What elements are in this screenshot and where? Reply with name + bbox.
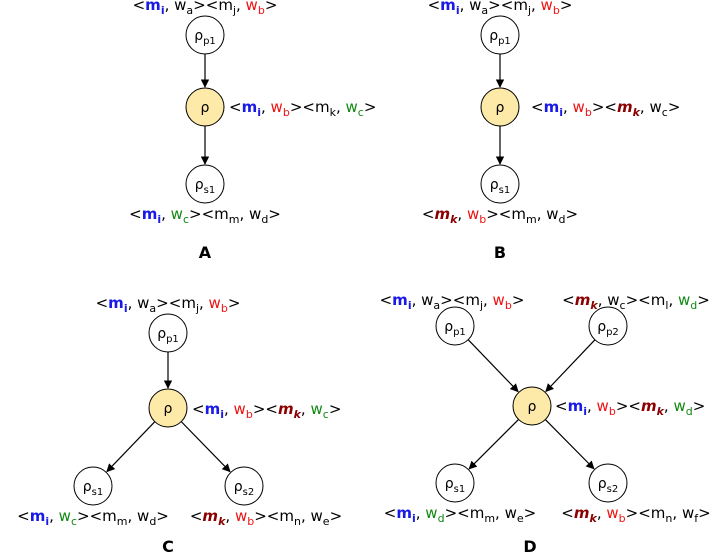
panel-b-node-pp1-label: ρp1 xyxy=(489,28,511,47)
panel-b-tuple-0: <mi, wa><mj, wb> xyxy=(428,0,573,17)
panel-c-node-ps1-label: ρs1 xyxy=(83,479,103,498)
panel-b-node-pp1 xyxy=(480,15,520,55)
panel-b-node-ps1 xyxy=(480,164,520,204)
panel-c-edge-c-to-ps1 xyxy=(106,421,156,473)
panel-a-tuple-0: <mi, wa><mj, wb> xyxy=(133,0,278,17)
panel-b-node-c-label: ρ xyxy=(496,100,505,116)
panel-d-node-ps1-label: ρs1 xyxy=(445,476,465,495)
panel-d-node-ps2-label: ρs2 xyxy=(598,476,618,495)
panel-d-node-c xyxy=(512,386,552,426)
panel-b-node-ps1-label: ρs1 xyxy=(490,177,510,196)
panel-a-node-c xyxy=(185,87,225,127)
panel-d-tuple-1: <mk, wc><ml, wd> xyxy=(562,291,710,312)
panel-d-label: D xyxy=(523,537,536,556)
panel-d-node-pp1-label: ρp1 xyxy=(444,319,466,338)
panel-d-node-pp2 xyxy=(588,306,628,346)
panel-c-tuple-3: <mk, wb><mn, we> xyxy=(190,507,342,528)
panel-d-tuple-0: <mi, wa><mj, wb> xyxy=(380,291,525,312)
panel-d-tuple-2: <mi, wb><mk, wd> xyxy=(555,397,705,418)
panel-c-node-ps1 xyxy=(73,466,113,506)
panel-d-node-ps1 xyxy=(435,463,475,503)
panel-d-node-ps2 xyxy=(588,463,628,503)
panel-d-node-c-label: ρ xyxy=(528,399,537,415)
panel-d-node-pp1 xyxy=(435,306,475,346)
panel-c-node-c-label: ρ xyxy=(164,401,173,417)
panel-c-tuple-0: <mi, wa><mj, wb> xyxy=(96,294,241,315)
panel-b-node-c xyxy=(480,87,520,127)
panel-b-tuple-2: <mk, wb><mm, wd> xyxy=(422,205,578,226)
panel-a-tuple-1: <mi, wb><mk, wc> xyxy=(229,98,376,119)
panel-c-tuple-1: <mi, wb><mk, wc> xyxy=(192,400,341,421)
panel-a-node-ps1-label: ρs1 xyxy=(195,177,215,196)
panel-a-node-pp1-label: ρp1 xyxy=(194,28,216,47)
panel-a-label: A xyxy=(199,243,212,262)
panel-a-node-ps1 xyxy=(185,164,225,204)
panel-c-label: C xyxy=(162,537,174,556)
edges-layer xyxy=(106,54,596,473)
panel-a-node-c-label: ρ xyxy=(201,100,210,116)
panel-d-edge-c-to-ps2 xyxy=(544,419,595,470)
panel-d-edge-c-to-ps1 xyxy=(468,419,519,470)
panel-c-node-pp1 xyxy=(148,313,188,353)
labels-layer: <mi, wa><mj, wb> <mi, wb><mk, wc> <mi, wc>… xyxy=(17,0,711,556)
nodes-layer: ρp1 ρ ρs1 ρp1 ρ ρs1 ρp1 ρ ρs1 ρs2 ρp1 ρp2 ρ ρs1 ρs2 xyxy=(73,15,628,506)
panel-d-edge-pp2-to-c xyxy=(545,339,596,393)
panel-a-tuple-2: <mi, wc><mm, wd> xyxy=(129,205,281,226)
panel-c-edge-c-to-ps2 xyxy=(180,421,231,473)
panel-c-tuple-2: <mi, wc><mm, wd> xyxy=(17,507,169,528)
panel-c-node-ps2 xyxy=(224,466,264,506)
panel-d-tuple-3: <mi, wd><mm, we> xyxy=(384,504,536,525)
panel-d-node-pp2-label: ρp2 xyxy=(597,319,619,338)
panel-b-label: B xyxy=(494,243,506,262)
panel-d-tuple-4: <mk, wb><mn, wf> xyxy=(561,504,710,525)
panel-c-node-pp1-label: ρp1 xyxy=(157,326,179,345)
panel-c-node-c xyxy=(148,388,188,428)
panel-c-node-ps2-label: ρs2 xyxy=(234,479,254,498)
panel-d-edge-pp1-to-c xyxy=(467,339,519,393)
panel-a-node-pp1 xyxy=(185,15,225,55)
panel-b-tuple-1: <mi, wb><mk, wc> xyxy=(531,98,680,119)
